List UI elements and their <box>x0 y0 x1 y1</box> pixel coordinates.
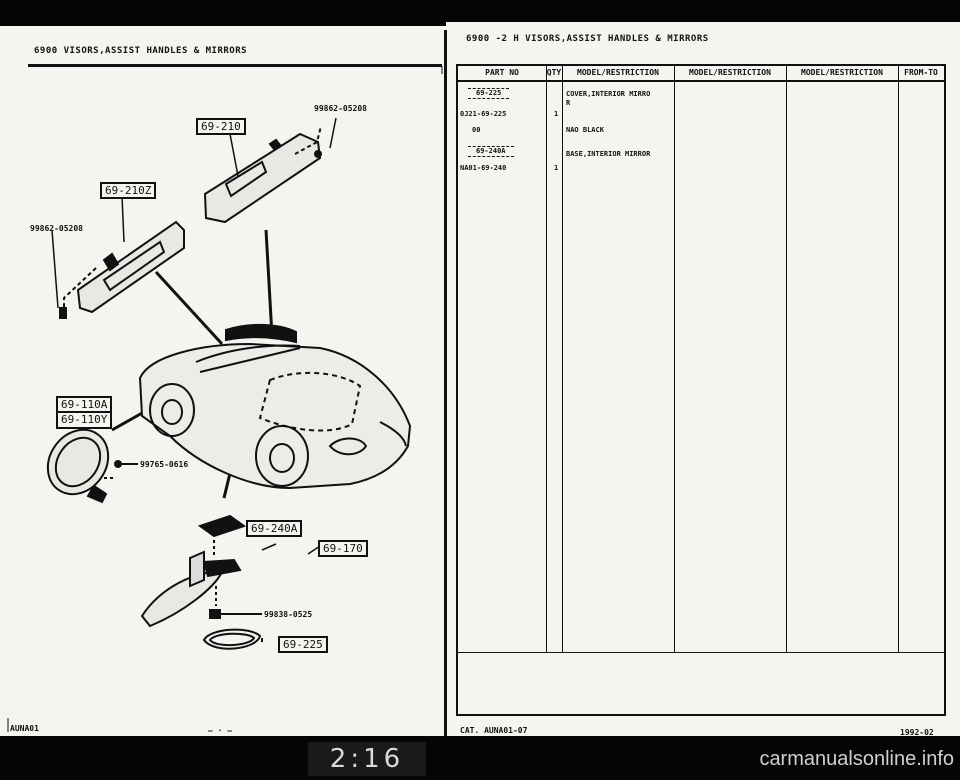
screw-part-number: 99765-0616 <box>140 460 189 469</box>
screw-part-number: 99838-0525 <box>264 610 313 619</box>
part-description: NAO BLACK <box>566 126 604 134</box>
column-divider <box>546 66 547 652</box>
page-divider <box>444 30 447 745</box>
watermark: carmanualsonline.info <box>759 748 954 770</box>
column-divider <box>786 66 787 652</box>
table-bottom-rule <box>458 652 944 653</box>
part-ref-box: 69-240A <box>468 146 514 157</box>
footer-marks: — · — <box>208 726 233 735</box>
screw-part-number: 99862-05208 <box>30 224 83 233</box>
callout-69-210: 69-210 <box>196 118 246 135</box>
part-description: COVER,INTERIOR MIRRO <box>566 90 651 98</box>
scan-top-border <box>0 0 960 26</box>
screw-part-number: 99862-05208 <box>314 104 367 113</box>
column-header-model-restriction-3: MODEL/RESTRICTION <box>786 66 898 82</box>
part-number: 00 <box>472 126 481 134</box>
parts-table: PART NO QTY MODEL/RESTRICTION MODEL/REST… <box>456 64 946 716</box>
part-description-continued: R <box>566 99 571 107</box>
catalog-date: 1992-02 <box>900 728 934 737</box>
column-header-qty: QTY <box>546 66 562 82</box>
column-divider <box>562 66 563 652</box>
left-catalog-code: AUNA01 <box>10 724 39 733</box>
parts-list-sheet <box>446 22 960 736</box>
right-page-header: 6900 -2 H VISORS,ASSIST HANDLES & MIRROR… <box>466 34 709 44</box>
column-header-model-restriction-1: MODEL/RESTRICTION <box>562 66 674 82</box>
part-description: BASE,INTERIOR MIRROR <box>566 150 651 158</box>
interior-mirror-drawing <box>140 514 263 650</box>
part-qty: 1 <box>554 110 559 118</box>
part-number: 0J21-69-225 <box>460 110 507 118</box>
car-drawing <box>138 323 412 490</box>
sun-visor-left-drawing <box>59 220 185 319</box>
callout-69-170: 69-170 <box>318 540 368 557</box>
column-header-from-to: FROM-TO <box>898 66 944 82</box>
page-number: 2:16 <box>308 742 426 776</box>
column-divider <box>898 66 899 652</box>
callout-69-110a: 69-110A <box>56 396 113 414</box>
sun-visor-right-drawing <box>203 125 322 224</box>
catalog-number: CAT. AUNA01-07 <box>460 726 528 735</box>
part-qty: 1 <box>554 164 559 172</box>
part-number: NA01-69-240 <box>460 164 507 172</box>
column-divider <box>674 66 675 652</box>
callout-69-225: 69-225 <box>278 636 328 653</box>
exploded-view-diagram <box>7 66 443 732</box>
callout-69-240a: 69-240A <box>246 520 303 537</box>
left-page-header: 6900 VISORS,ASSIST HANDLES & MIRRORS <box>34 46 248 56</box>
outside-mirror-drawing <box>46 428 138 504</box>
header-rule <box>28 64 442 67</box>
callout-69-210z: 69-210Z <box>100 182 157 199</box>
column-header-model-restriction-2: MODEL/RESTRICTION <box>674 66 786 82</box>
scan-bottom-border <box>0 736 960 780</box>
column-header-part-no: PART NO <box>458 66 546 82</box>
callout-69-110y: 69-110Y <box>56 411 113 429</box>
part-ref-box: 69-225 <box>468 88 510 99</box>
